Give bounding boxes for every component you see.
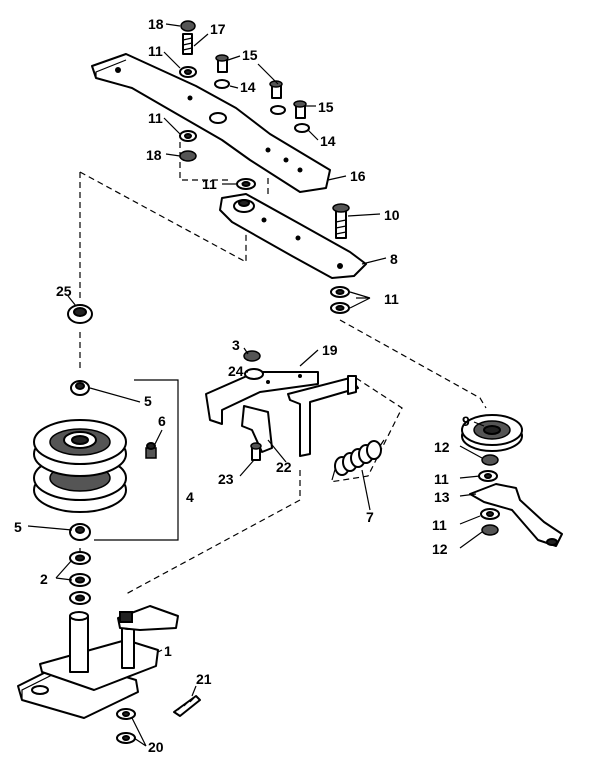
callout-14-top: 14 (240, 79, 256, 95)
callout-11-bracket: 11 (202, 176, 217, 192)
callout-24: 24 (228, 363, 244, 379)
lower-hardware (116, 695, 201, 744)
idler-assembly (461, 414, 563, 547)
callout-19: 19 (322, 342, 338, 358)
callout-25: 25 (56, 283, 72, 299)
callout-9: 9 (462, 413, 470, 429)
callout-11-idler: 11 (434, 471, 449, 487)
callout-11-low: 11 (432, 517, 447, 533)
upper-bracket (91, 53, 331, 193)
callout-18-top: 18 (148, 16, 164, 32)
callout-11-top: 11 (148, 43, 163, 59)
callout-14-right: 14 (320, 133, 336, 149)
callout-8: 8 (390, 251, 398, 267)
washers-stack (69, 551, 91, 605)
callout-5-top: 5 (144, 393, 152, 409)
double-pulley (33, 379, 179, 541)
lower-bracket (219, 193, 367, 279)
callout-3: 3 (232, 337, 240, 353)
callout-2: 2 (40, 571, 48, 587)
callout-12-low: 12 (432, 541, 448, 557)
bearing (67, 304, 93, 324)
callout-10: 10 (384, 207, 400, 223)
callout-22: 22 (276, 459, 292, 475)
callout-4: 4 (186, 489, 194, 505)
arm-assembly (205, 350, 359, 461)
callout-11-right: 11 (384, 291, 399, 307)
alignment-lines (79, 142, 487, 595)
callout-5-bottom: 5 (14, 519, 22, 535)
base-plate (17, 605, 179, 719)
upper-hardware (179, 20, 350, 314)
callout-21: 21 (196, 671, 212, 687)
callout-15-right: 15 (318, 99, 334, 115)
callout-23: 23 (218, 471, 234, 487)
callout-20: 20 (148, 739, 164, 755)
callout-7: 7 (366, 509, 374, 525)
callout-labels: 18 17 11 15 14 15 11 14 18 16 11 10 8 25… (14, 16, 470, 755)
callout-18-mid: 18 (146, 147, 162, 163)
callout-12-top: 12 (434, 439, 450, 455)
callout-1: 1 (164, 643, 172, 659)
leader-lines (27, 23, 485, 747)
callout-15-top: 15 (242, 47, 258, 63)
spring (331, 439, 385, 481)
callout-13: 13 (434, 489, 450, 505)
callout-6: 6 (158, 413, 166, 429)
callout-16: 16 (350, 168, 366, 184)
callout-17: 17 (210, 21, 226, 37)
callout-11-mid: 11 (148, 110, 163, 126)
